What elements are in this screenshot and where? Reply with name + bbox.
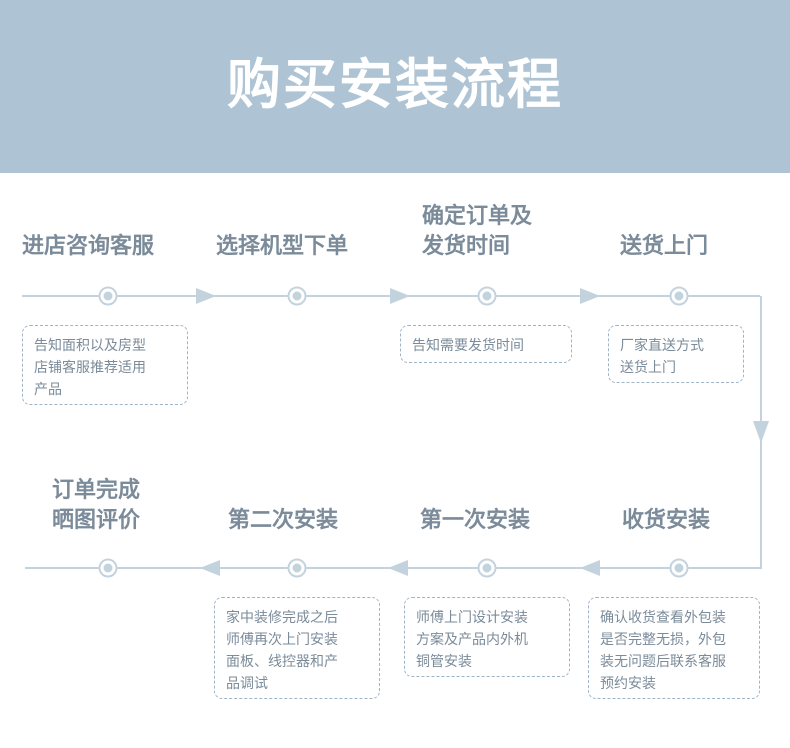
node-ring-5 <box>98 558 118 578</box>
node-dot-4 <box>674 291 684 301</box>
step-label-2: 选择机型下单 <box>216 233 349 258</box>
arrow-left-icon-1 <box>200 560 220 576</box>
step-label-4: 送货上门 <box>620 233 709 258</box>
flow-rail-row-1 <box>22 286 760 306</box>
node-ring-8 <box>669 558 689 578</box>
node-ring-6 <box>287 558 307 578</box>
header-band: 购买安装流程 <box>0 0 790 173</box>
arrow-right-icon-1 <box>196 288 216 304</box>
info-box-4: 厂家直送方式 送货上门 <box>608 325 744 383</box>
node-dot-8 <box>674 563 684 573</box>
node-ring-1 <box>98 286 118 306</box>
step-label-1: 进店咨询客服 <box>22 233 155 258</box>
step-label-5: 订单完成 晒图评价 <box>52 477 141 532</box>
step-label-3: 确定订单及 发货时间 <box>422 203 533 258</box>
node-dot-3 <box>482 291 492 301</box>
node-ring-2 <box>287 286 307 306</box>
node-dot-5 <box>103 563 113 573</box>
arrow-left-icon-3 <box>580 560 600 576</box>
node-dot-2 <box>292 291 302 301</box>
arrow-down-icon <box>753 421 769 443</box>
node-dot-6 <box>292 563 302 573</box>
info-box-8: 确认收货查看外包装 是否完整无损，外包 装无问题后联系客服 预约安装 <box>588 597 760 699</box>
node-dot-7 <box>482 563 492 573</box>
info-box-1: 告知面积以及房型 店铺客服推荐适用 产品 <box>22 325 188 405</box>
step-label-8: 收货安装 <box>622 507 711 532</box>
info-box-7: 师傅上门设计安装 方案及产品内外机 铜管安装 <box>404 597 570 677</box>
info-box-3: 告知需要发货时间 <box>400 325 572 363</box>
arrow-right-icon-2 <box>390 288 410 304</box>
page-title: 购买安装流程 <box>227 55 563 115</box>
node-ring-3 <box>477 286 497 306</box>
step-label-6: 第二次安装 <box>228 507 339 532</box>
arrow-right-icon-3 <box>580 288 600 304</box>
node-ring-4 <box>669 286 689 306</box>
node-ring-7 <box>477 558 497 578</box>
step-label-7: 第一次安装 <box>420 507 531 532</box>
node-dot-1 <box>103 291 113 301</box>
info-box-6: 家中装修完成之后 师傅再次上门安装 面板、线控器和产 品调试 <box>214 597 380 699</box>
arrow-left-icon-2 <box>388 560 408 576</box>
